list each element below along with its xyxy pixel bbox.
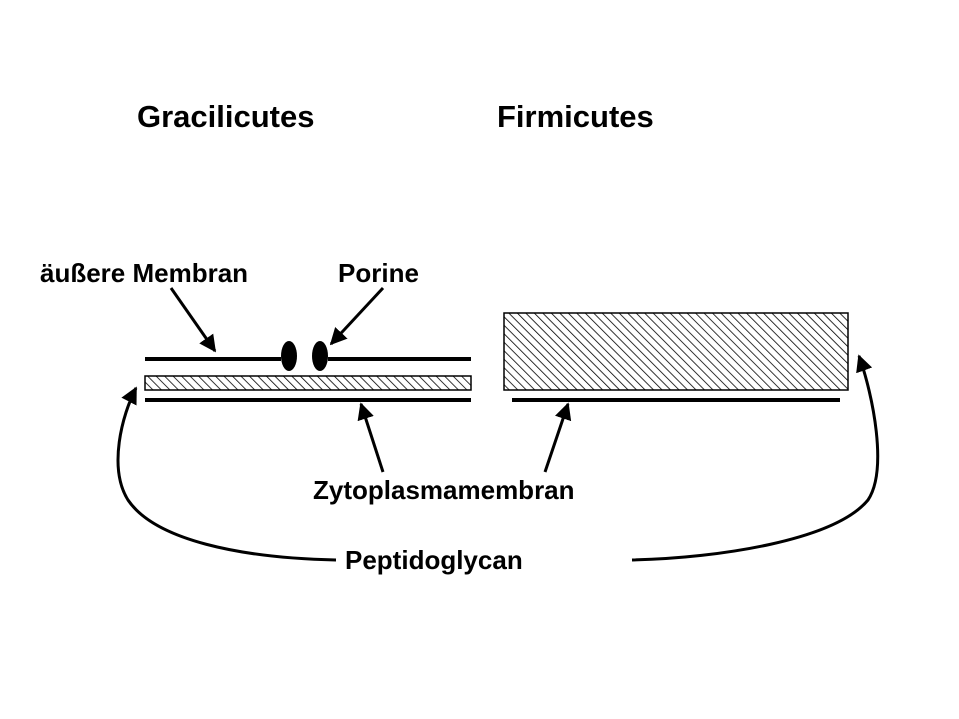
porins-label: Porine xyxy=(338,258,419,288)
outer-membrane-label: äußere Membran xyxy=(40,258,248,288)
firmicutes-heading: Firmicutes xyxy=(497,99,654,134)
porin-left xyxy=(281,341,297,371)
peptidoglycan-arrow-left xyxy=(116,386,337,562)
peptidoglycan-arrow-right xyxy=(631,354,880,562)
porin-right xyxy=(312,341,328,371)
cytoplasmic-membrane-arrow-right xyxy=(543,402,572,473)
cytoplasmic-membrane-arrow-left xyxy=(357,402,385,473)
firmicutes-cell-wall xyxy=(503,312,849,402)
thin-peptidoglycan-layer xyxy=(144,375,472,391)
peptidoglycan-label: Peptidoglycan xyxy=(345,545,523,575)
outer-membrane-arrow xyxy=(169,287,217,353)
gracilicutes-heading: Gracilicutes xyxy=(137,99,314,134)
thick-peptidoglycan-layer xyxy=(503,312,849,391)
porins-arrow xyxy=(329,286,385,346)
cytoplasmic-membrane-label: Zytoplasmamembran xyxy=(313,475,575,505)
gracilicutes-cell-wall xyxy=(144,341,472,402)
